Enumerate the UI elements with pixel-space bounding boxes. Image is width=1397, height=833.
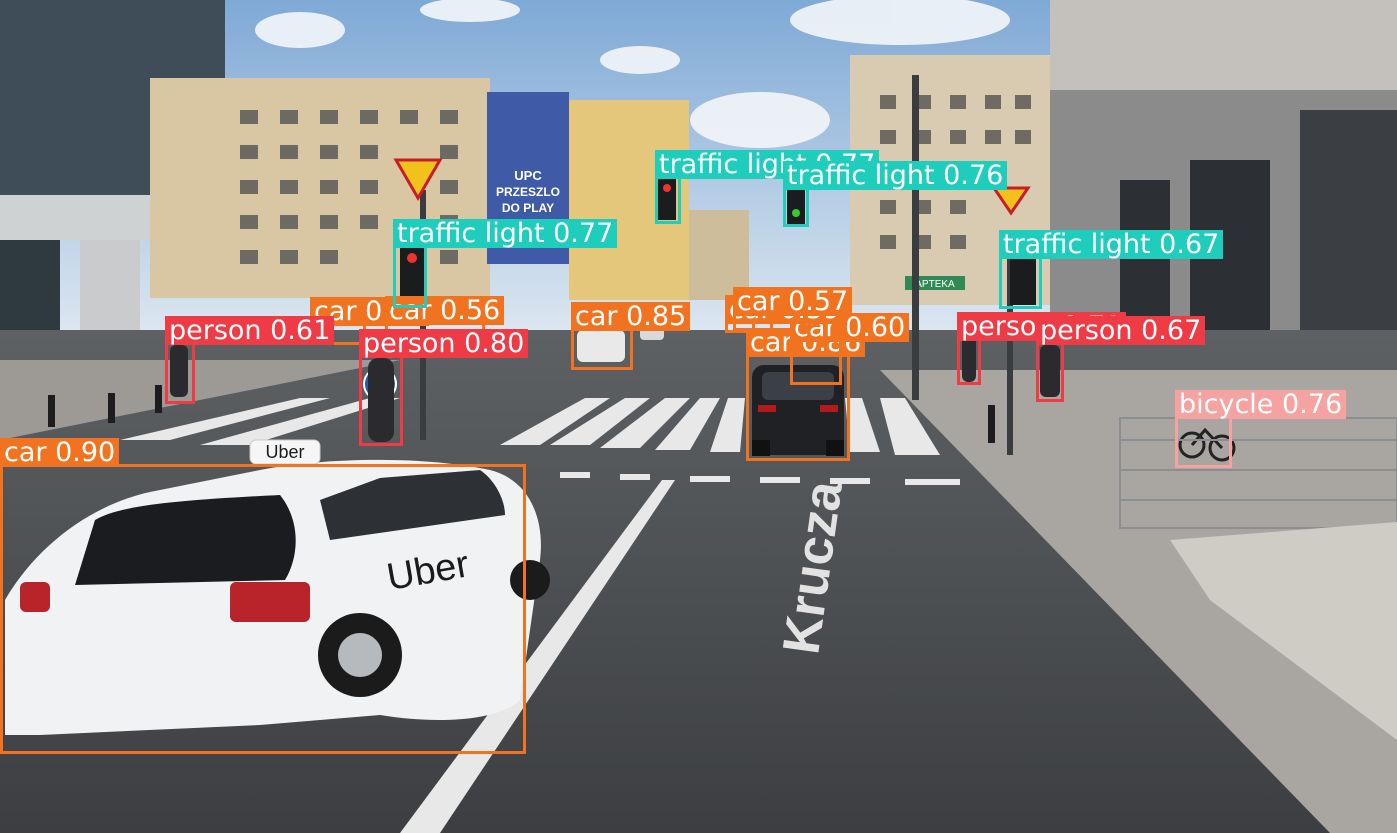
lane-markings [400,472,960,833]
svg-text:APTEKA: APTEKA [915,279,955,290]
detection-label: car 0.90 [0,438,120,467]
detection-car-0.90: car 0.90 [0,438,526,754]
detection-label: car 0.56 [385,296,505,325]
left-sidewalk [0,360,400,440]
detection-label: car 0.85 [571,302,691,331]
detection-label: traffic light 0.67 [999,230,1224,259]
detection-label: traffic light 0.76 [783,161,1008,190]
concrete-block [1170,522,1397,740]
billboard-line-3: DO PLAY [502,201,554,215]
detection-person-0.67: person 0.67 [1036,316,1206,402]
detection-traffic-light-0.76: traffic light 0.76 [783,161,1008,227]
detection-person-0.80: person 0.80 [359,329,529,446]
billboard-line-1: UPC [514,168,542,183]
detection-bicycle-0.76: bicycle 0.76 [1175,390,1347,468]
pharmacy-sign [905,276,965,290]
detection-car-0.57: car 0.57 [733,287,853,331]
crosswalk [120,398,940,455]
detection-person-0.61: person 0.61 [165,316,335,404]
billboard-line-2: PRZESZLO [496,185,560,199]
detection-traffic-light-0.67: traffic light 0.67 [999,230,1224,309]
detection-car-0.85: car 0.85 [571,302,691,370]
detection-car-0.60: car 0.60 [790,313,910,385]
detection-label: bicycle 0.76 [1175,390,1347,419]
right-sidewalk [880,370,1397,833]
detection-traffic-light-0.77-top: traffic light 0.77 [655,150,880,224]
detection-person-0.71: person 0.71 [957,312,1127,385]
bicycle [1178,427,1236,462]
svg-text:Uber: Uber [265,442,304,462]
detection-label: car 0.57 [733,287,853,316]
detection-traffic-light-0.77-left: traffic light 0.77 [393,219,618,308]
black-suv [752,365,844,456]
detection-label: traffic light 0.77 [393,219,618,248]
uber-taxi: Uber Uber [5,439,550,735]
detection-label: person 0.67 [1036,316,1206,345]
yield-sign [393,158,443,201]
detection-label: person 0.80 [359,329,529,358]
clouds [255,0,1010,148]
detection-label: person 0.61 [165,316,335,345]
